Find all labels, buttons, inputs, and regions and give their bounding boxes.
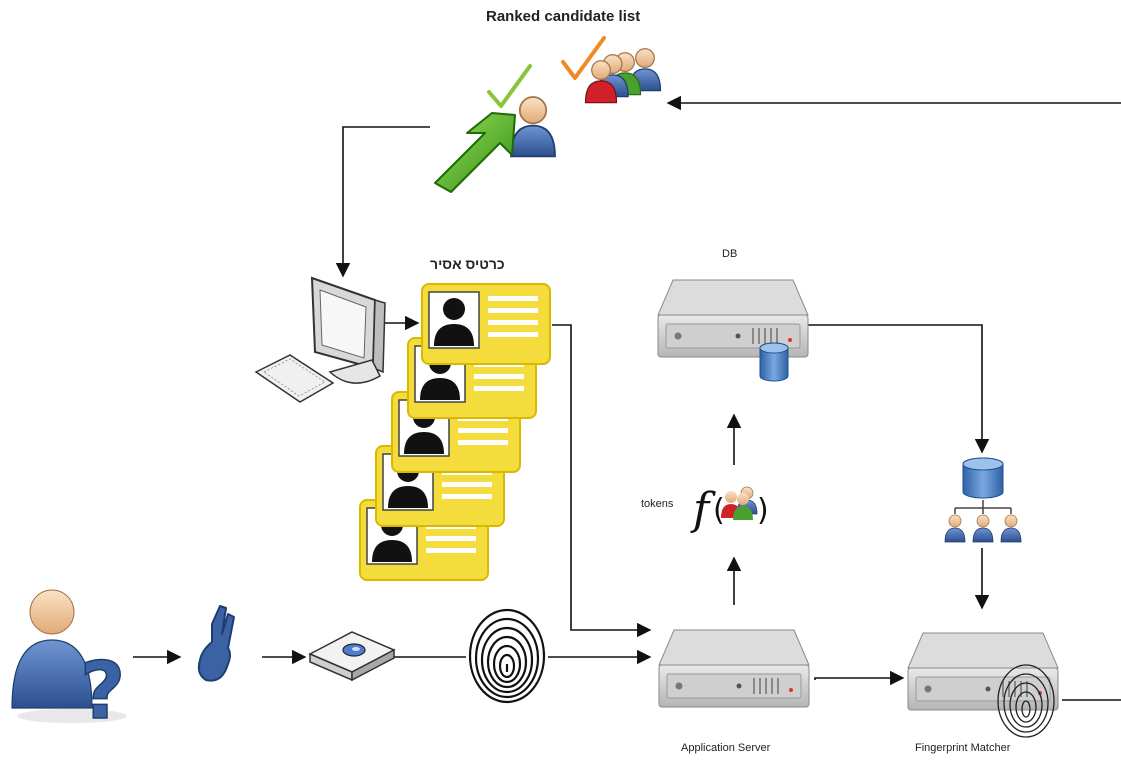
fingerprint-matcher-server-icon	[907, 632, 1059, 738]
line-selected-to-computer	[335, 126, 430, 278]
arrow-card-to-appserver	[552, 324, 652, 638]
arrow-db-to-hierarchy	[807, 324, 990, 454]
unknown-person-icon: ?	[11, 589, 127, 738]
app-server-label: Application Server	[681, 742, 771, 754]
svg-text:(: (	[713, 493, 725, 528]
check-mark-icon	[561, 36, 606, 80]
selected-user-icon	[434, 64, 556, 193]
prisoner-card-icon	[359, 283, 551, 581]
db-server-icon	[657, 279, 809, 382]
ranked-list-label: Ranked candidate list	[486, 8, 641, 25]
db-label: DB	[722, 248, 738, 260]
fingerprint-matcher-label: Fingerprint Matcher	[915, 742, 1011, 754]
tokens-label: tokens	[641, 498, 674, 510]
fingerprint-icon	[468, 608, 546, 704]
database-hierarchy-icon	[944, 457, 1022, 543]
peace-hand-icon	[197, 605, 235, 682]
svg-text:?: ?	[80, 647, 125, 737]
connectors	[133, 95, 1121, 701]
svg-text:): )	[757, 493, 769, 528]
application-server-icon	[658, 629, 810, 708]
fingerprint-scanner-icon	[308, 631, 396, 682]
function-icon: f ( )	[690, 484, 769, 535]
candidate-group-icon	[584, 48, 662, 104]
arrow-appserver-to-matcher	[814, 670, 905, 686]
prisoner-card-label: כרטיס אסיר	[430, 256, 505, 272]
computer-icon	[254, 276, 386, 403]
